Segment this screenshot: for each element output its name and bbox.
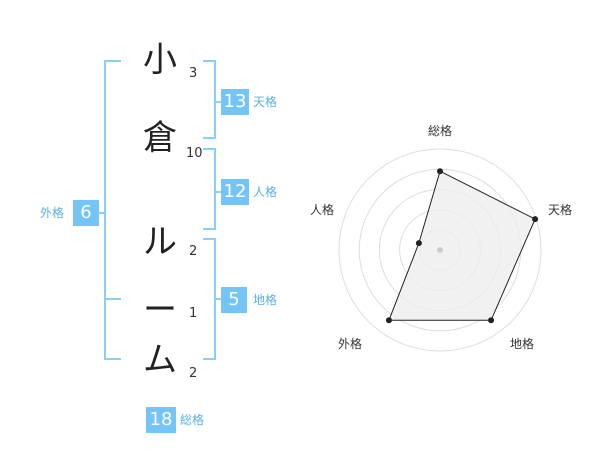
name-char: 倉 <box>143 118 177 158</box>
name-char: ー <box>143 290 177 330</box>
stroke-count: 2 <box>189 366 198 381</box>
radar-axis-label: 人格 <box>310 203 335 217</box>
chikaku-value: 5 <box>221 287 247 313</box>
stroke-count: 1 <box>189 306 198 321</box>
jinkaku-value: 12 <box>221 179 249 205</box>
radar-axis-label: 外格 <box>338 337 363 351</box>
tenkaku-label: 天格 <box>253 95 278 109</box>
radar-point <box>415 240 422 247</box>
stroke-count: 3 <box>189 66 198 81</box>
radar-axis-label: 地格 <box>510 337 535 351</box>
name-char: 小 <box>143 40 177 80</box>
jinkaku-label: 人格 <box>253 185 278 199</box>
radar-axis-label: 天格 <box>548 203 573 217</box>
radar-ring <box>338 148 542 352</box>
tenkaku-value: 13 <box>221 89 249 115</box>
radar-point <box>385 317 392 324</box>
radar-center <box>437 247 443 253</box>
chikaku-label: 地格 <box>253 293 278 307</box>
radar-axis-label: 総格 <box>428 124 453 138</box>
stroke-count: 2 <box>189 244 198 259</box>
name-char: ル <box>143 222 177 262</box>
stroke-count: 10 <box>186 146 203 161</box>
radar-point <box>532 216 539 223</box>
radar-polygon <box>388 170 536 321</box>
soukaku-value: 18 <box>146 407 176 433</box>
name-char: ム <box>143 340 177 380</box>
radar-point <box>488 317 495 324</box>
soukaku-label: 総格 <box>180 413 205 427</box>
gaikaku-label: 外格 <box>40 206 65 220</box>
radar-point <box>437 168 443 175</box>
gaikaku-value: 6 <box>73 200 99 226</box>
